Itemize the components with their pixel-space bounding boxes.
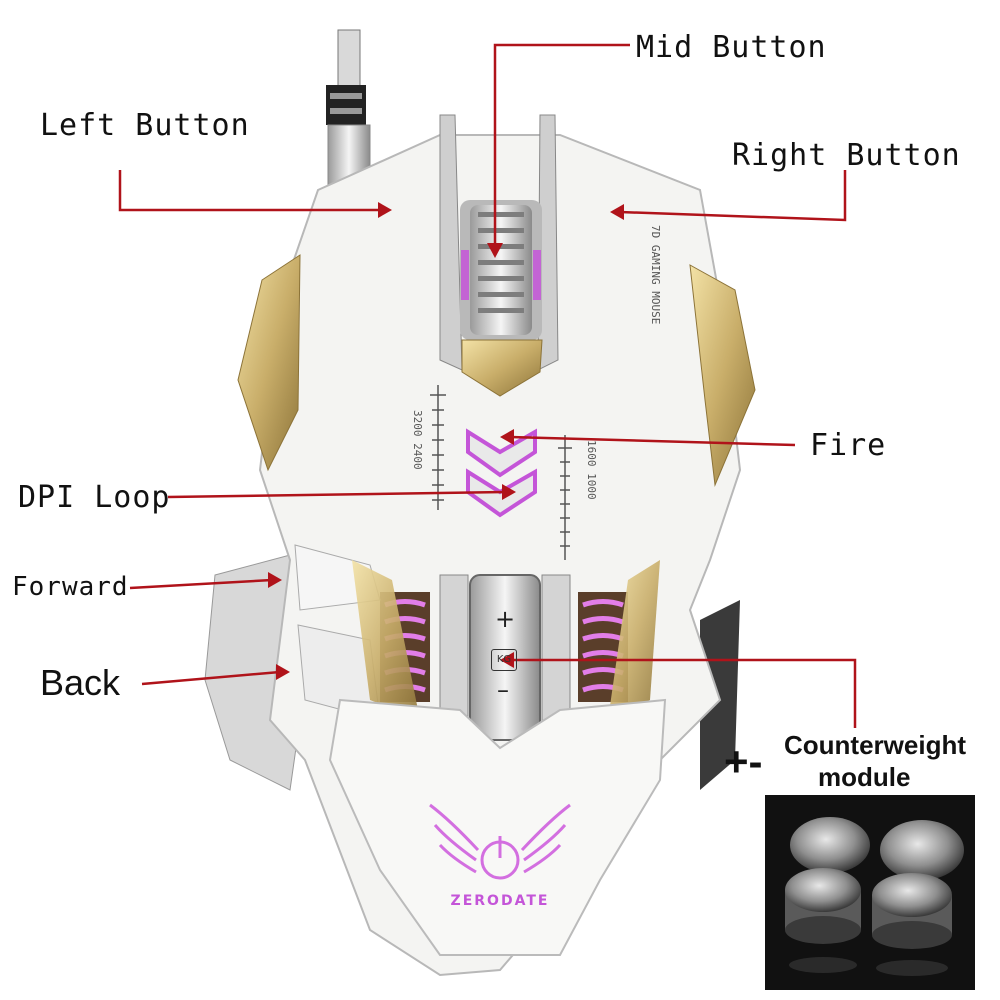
dpi-scale-left bbox=[430, 385, 446, 510]
arrowheads bbox=[268, 202, 624, 680]
wheel-gold-trim bbox=[461, 339, 543, 397]
label-right-button: Right Button bbox=[732, 138, 961, 173]
label-left-button: Left Button bbox=[40, 108, 250, 143]
brand-logo-text: ZERODATE bbox=[451, 893, 550, 909]
dpi-scale-left-text: 3200 2400 bbox=[411, 410, 424, 470]
label-back: Back bbox=[40, 662, 121, 703]
winged-power-logo-icon bbox=[429, 803, 571, 880]
arrow-forward bbox=[129, 578, 273, 590]
counterweight-photo bbox=[765, 795, 975, 990]
label-forward: Forward bbox=[12, 572, 129, 602]
left-gold-panel bbox=[237, 254, 301, 472]
weight-plus-symbol: + bbox=[495, 605, 516, 633]
right-gold-panel bbox=[689, 264, 756, 487]
label-counterweight-line2: module bbox=[818, 762, 911, 792]
callout-lines bbox=[118, 43, 857, 728]
dpi-scale-right bbox=[558, 435, 572, 560]
label-fire: Fire bbox=[810, 428, 887, 463]
cable bbox=[326, 29, 371, 186]
label-mid-button: Mid Button bbox=[636, 30, 827, 65]
arrow-left-button bbox=[118, 170, 380, 212]
arrow-back bbox=[141, 670, 281, 686]
kg-weight-icon: KG bbox=[491, 649, 517, 671]
label-dpi-loop: DPI Loop bbox=[18, 480, 171, 515]
arrow-mid-button bbox=[493, 43, 630, 245]
arrow-right-button bbox=[619, 170, 847, 222]
side-print-text: 7D GAMING MOUSE bbox=[649, 225, 662, 324]
label-counterweight-line1: Counterweight bbox=[784, 730, 966, 760]
arrow-fire bbox=[509, 435, 796, 447]
arrow-dpi-loop bbox=[167, 490, 506, 499]
dpi-scale-right-text: 1600 1000 bbox=[585, 440, 598, 500]
right-side-grip bbox=[700, 600, 740, 790]
palm-shell bbox=[328, 698, 667, 956]
dpi-buttons bbox=[466, 428, 537, 518]
scroll-wheel bbox=[460, 200, 542, 340]
weight-minus-symbol: – bbox=[497, 676, 509, 704]
arrow-counterweight bbox=[510, 658, 857, 728]
label-plus-minus: +- bbox=[724, 738, 763, 785]
